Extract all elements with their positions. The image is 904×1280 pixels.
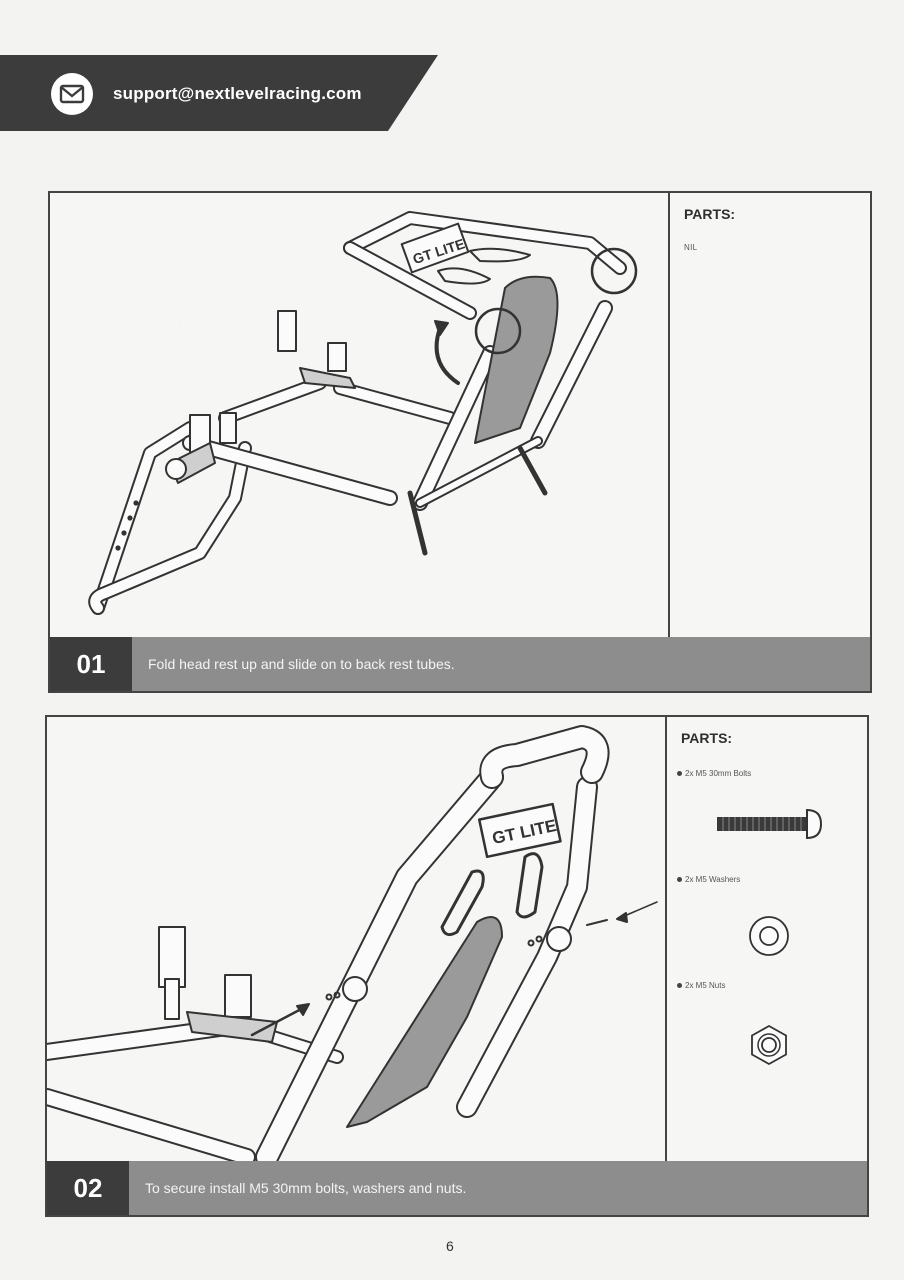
washer-icon [747, 914, 791, 963]
step-instruction: To secure install M5 30mm bolts, washers… [145, 1180, 467, 1196]
step-1-instruction-bar: 01 Fold head rest up and slide on to bac… [50, 637, 870, 691]
step-2-parts-panel: PARTS: 2x M5 30mm Bolts 2x M5 Wash [665, 717, 867, 1161]
part-item-nuts: 2x M5 Nuts [677, 981, 725, 990]
page-number: 6 [446, 1238, 454, 1254]
step-panel-2: GT LITE PARTS: 2x M5 30mm Bolts [45, 715, 869, 1217]
step-2-instruction-bar: 02 To secure install M5 30mm bolts, wash… [47, 1161, 867, 1215]
bullet-icon [677, 877, 682, 883]
part-label: 2x M5 30mm Bolts [685, 769, 752, 778]
step-1-illustration: GT LITE . [50, 193, 668, 637]
step-number: 02 [47, 1161, 129, 1215]
step-2-illustration: GT LITE [47, 717, 665, 1161]
step-instruction: Fold head rest up and slide on to back r… [148, 656, 455, 672]
part-item-washers: 2x M5 Washers [677, 875, 740, 884]
support-email-link[interactable]: support@nextlevelracing.com [113, 84, 362, 103]
svg-text:.: . [180, 325, 181, 329]
step-panel-1: GT LITE . PARTS: NIL 01 Fold head rest u… [48, 191, 872, 693]
parts-title: PARTS: [684, 206, 736, 222]
parts-title: PARTS: [681, 730, 733, 746]
envelope-icon [50, 72, 94, 116]
bullet-icon [677, 983, 682, 989]
step-1-parts-panel: PARTS: NIL [668, 193, 870, 637]
part-label: 2x M5 Washers [685, 875, 741, 884]
part-item-bolts: 2x M5 30mm Bolts [677, 769, 751, 778]
part-label: 2x M5 Nuts [685, 981, 726, 990]
bullet-icon [677, 771, 682, 777]
parts-none-label: NIL [684, 243, 698, 252]
step-number: 01 [50, 637, 132, 691]
support-banner [0, 55, 440, 131]
nut-icon [747, 1023, 791, 1072]
bolt-icon [715, 807, 827, 846]
